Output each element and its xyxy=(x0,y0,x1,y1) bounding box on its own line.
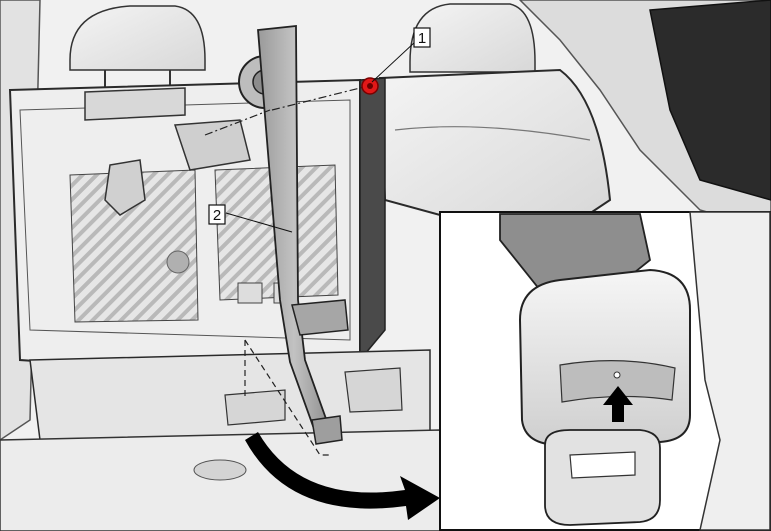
inset-latch-plate xyxy=(544,429,661,526)
seat-seam xyxy=(394,126,591,141)
belt-tongue xyxy=(291,299,349,336)
seat-back-inner-edge xyxy=(19,99,351,341)
buckle-anchor-right xyxy=(344,367,403,413)
inset-side-panel xyxy=(689,211,771,531)
seat-back-plug xyxy=(166,250,190,274)
buckle-anchor-left xyxy=(224,389,286,426)
callout-1-box xyxy=(413,27,431,48)
anchor-plate xyxy=(237,282,263,304)
center-bracket xyxy=(173,119,251,171)
callout-1-label: 1 xyxy=(418,30,426,47)
up-arrow-icon xyxy=(603,386,633,422)
guide-line xyxy=(204,109,271,136)
fastener-marker-center xyxy=(367,83,373,89)
guide-line xyxy=(271,85,369,111)
callout-2-label: 2 xyxy=(213,207,221,224)
callout-2-box xyxy=(208,204,226,225)
callout-1-leader xyxy=(371,41,416,83)
inset-release-point xyxy=(613,371,621,379)
curved-arrow-icon xyxy=(245,432,440,520)
left-headrest xyxy=(69,5,206,71)
right-seat-back xyxy=(378,68,612,222)
buckle-dashed-line xyxy=(244,339,330,456)
rear-window-glass xyxy=(649,0,771,201)
callout-2-leader xyxy=(225,212,293,233)
seat-back-ribbing-left xyxy=(69,169,199,323)
floor-hole xyxy=(193,459,247,481)
inset-latch-slot xyxy=(569,451,636,479)
inset-tongue-body xyxy=(518,268,691,447)
seat-latch xyxy=(104,159,146,216)
headrest-bracket xyxy=(84,87,186,121)
inset-detail xyxy=(439,211,771,531)
belt-latch-plate xyxy=(311,415,343,445)
seat-side-bolster xyxy=(359,77,386,363)
inset-tongue-recess xyxy=(559,360,676,403)
